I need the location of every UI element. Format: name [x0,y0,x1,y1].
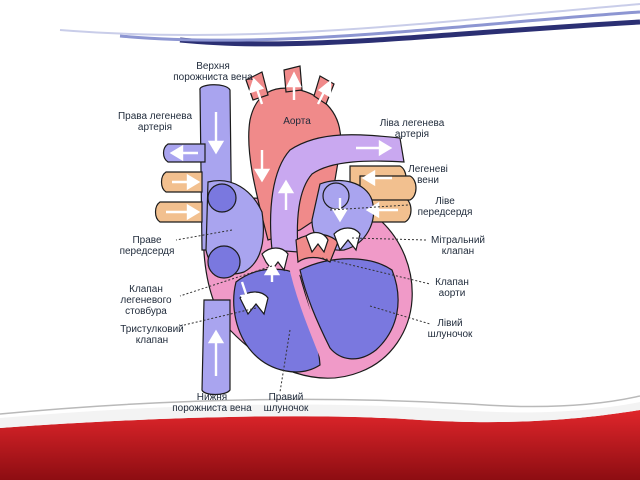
bottom-decoration [0,395,640,480]
arrow-la-down [331,198,349,223]
right-atrium-opening [207,183,237,213]
label-tricuspid-valve: Тристулковий клапан [120,324,184,346]
leader-aortic-valve [321,257,431,285]
arrow-rv-up [263,261,281,282]
leader-right-ventricle [279,329,291,393]
arrow-aorta-1 [248,77,265,105]
label-left-pulmonary-artery: Ліва легенева артерія [379,118,445,140]
label-right-ventricle: Правий шлуночок [263,392,309,414]
mitral-valve-leaflets [333,227,361,252]
arrow-pv-left-2 [166,203,201,221]
top-wave-line-light [59,3,640,36]
bottom-red-band [0,410,640,480]
leader-tricuspid-valve [179,307,257,327]
leader-right-atrium [175,229,233,241]
pulmonary-trunk [270,134,405,253]
label-superior-vena-cava: Верхня порожниста вена [173,61,253,83]
label-inferior-vena-cava: Нижня порожниста вена [172,392,252,414]
left-atrium-opening [322,182,350,210]
label-aortic-valve: Клапан аорти [435,277,469,299]
heart [154,65,417,396]
arrow-ra-down [239,281,256,309]
pulmonary-valve-leaflets [261,247,289,272]
top-decoration [0,0,640,47]
label-pulmonary-valve: Клапан легеневого стовбура [120,284,172,317]
top-wave-line-dark [179,19,640,47]
label-left-ventricle: Лівий шлуночок [427,318,473,340]
leader-left-ventricle [369,305,431,325]
arrow-aorta-down [253,150,271,183]
flow-arrows [166,71,398,376]
arrow-pt-up [277,179,295,210]
label-right-atrium: Праве передсердя [119,235,175,257]
aortic-valve-leaflets [305,231,329,254]
label-right-pulmonary-artery: Права легенева артерія [117,111,193,133]
top-wave-line-mid [119,10,640,42]
arrow-svc [207,112,225,155]
label-aorta: Аорта [283,116,311,127]
bottom-white-swoosh [0,402,640,428]
arrow-aorta-3 [316,79,332,105]
leader-pulmonary-valve [179,265,273,297]
leader-mitral-valve [351,237,427,241]
arrow-ivc [207,329,225,376]
arrow-pv-left-1 [172,173,201,191]
label-pulmonary-veins: Легеневі вени [408,164,448,186]
ivc-opening [207,245,241,279]
label-left-atrium: Ліве передсердя [417,196,473,218]
arrow-pa-right [356,139,393,157]
arrow-aorta-2 [286,71,302,100]
leader-lines [175,204,431,393]
leader-left-atrium [329,204,409,211]
arrow-pa-left [169,144,198,162]
bottom-gray-line [0,395,640,415]
arrow-pv-right-1 [361,169,392,187]
label-mitral-valve: Мітральний клапан [431,235,485,257]
top-wave-band [0,0,640,47]
left-ventricle [299,258,399,360]
septum [288,261,330,364]
